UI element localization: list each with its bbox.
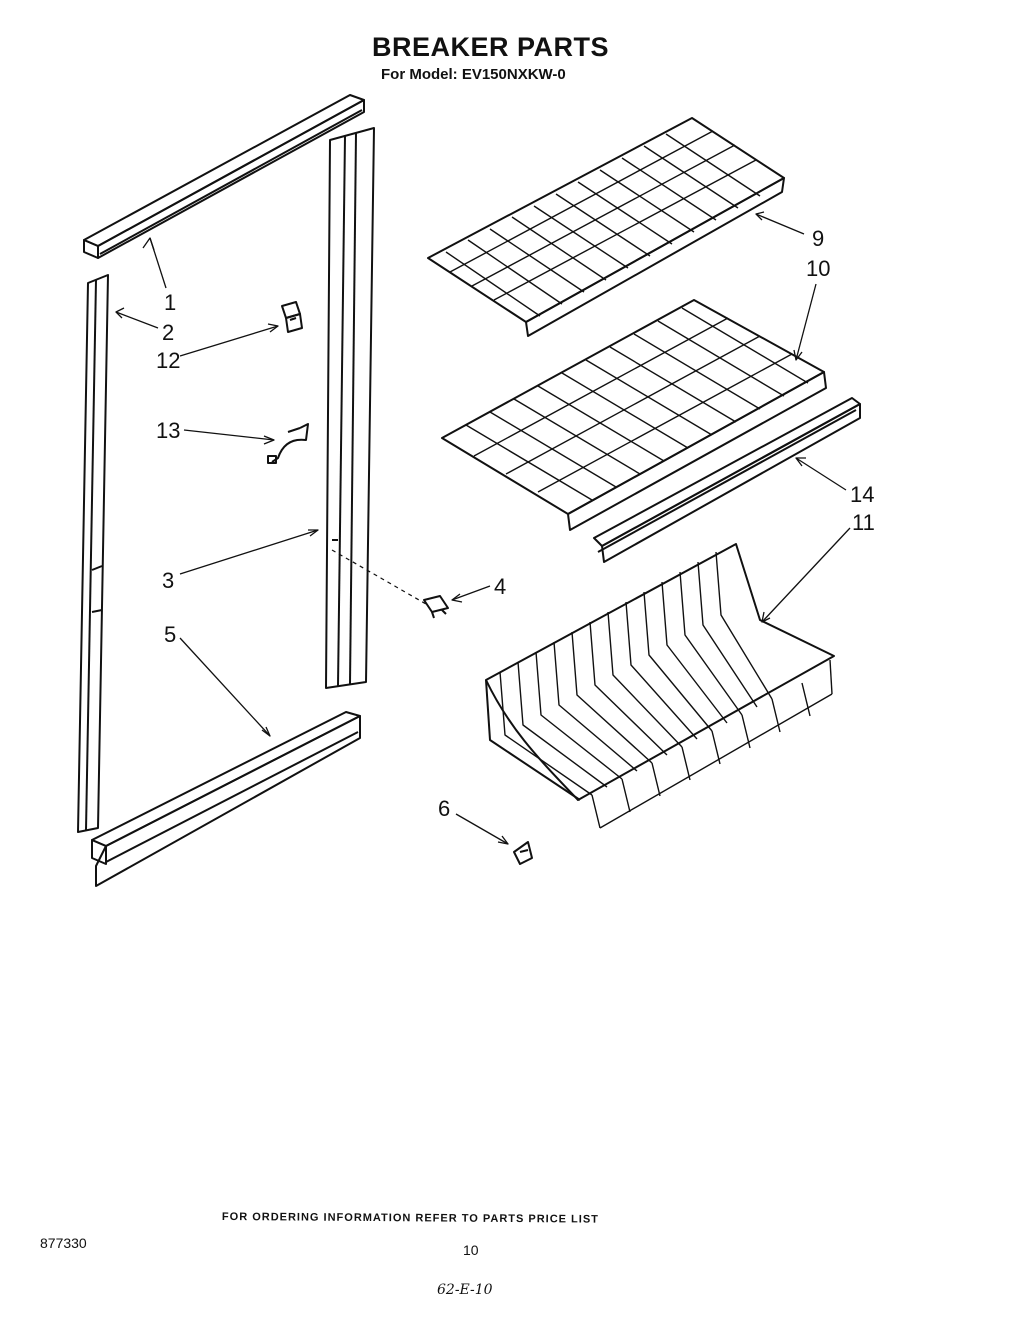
document-number: 877330 xyxy=(40,1235,87,1251)
callout-labels: 1 2 12 13 3 4 5 6 9 10 14 11 xyxy=(156,226,875,821)
callout-13: 13 xyxy=(156,418,180,443)
callout-5: 5 xyxy=(164,622,176,647)
callout-10: 10 xyxy=(806,256,830,281)
part-upper-shelf xyxy=(427,117,785,337)
dashed-connector xyxy=(331,549,427,605)
page-title: BREAKER PARTS xyxy=(372,32,610,62)
part-right-strip xyxy=(325,127,375,689)
part-knob xyxy=(513,841,533,865)
part-left-strip xyxy=(77,274,109,833)
model-subtitle: For Model: EV150NXKW-0 xyxy=(381,66,566,83)
handwritten-code: 62-E-10 xyxy=(437,1282,493,1298)
leader-lines xyxy=(115,211,851,845)
callout-6: 6 xyxy=(438,796,450,821)
part-top-trim xyxy=(83,94,365,259)
part-clip xyxy=(281,301,303,333)
part-middle-shelf xyxy=(441,299,827,531)
callout-1: 1 xyxy=(164,290,176,315)
part-wire xyxy=(267,423,309,464)
callout-2: 2 xyxy=(162,320,174,345)
callout-12: 12 xyxy=(156,348,180,373)
part-basket xyxy=(485,543,835,829)
part-switch xyxy=(423,595,449,619)
callout-14: 14 xyxy=(850,482,874,507)
part-bottom-trim xyxy=(91,711,361,887)
callout-3: 3 xyxy=(162,568,174,593)
callout-4: 4 xyxy=(494,574,506,599)
part-shelf-trim xyxy=(593,397,861,563)
callout-11: 11 xyxy=(852,510,875,535)
page-number: 10 xyxy=(463,1242,479,1258)
callout-9: 9 xyxy=(812,226,824,251)
